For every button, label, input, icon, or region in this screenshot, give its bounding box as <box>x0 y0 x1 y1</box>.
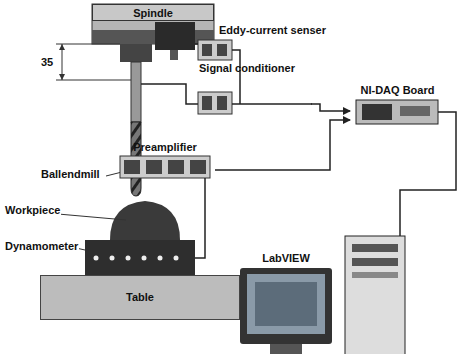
device-panel <box>217 44 227 56</box>
device-panel <box>217 96 227 110</box>
daq-connector <box>400 106 430 116</box>
tool-wire <box>141 84 198 104</box>
node-label: Table <box>126 291 154 304</box>
node-label: LabVIEW <box>262 252 310 265</box>
leader-line <box>58 214 126 220</box>
device-panel <box>146 160 162 174</box>
conditioner-wire <box>232 103 312 105</box>
part-name: Ballendmill <box>40 168 101 181</box>
drive-bay <box>352 272 398 278</box>
monitor <box>240 268 332 344</box>
monitor-base <box>270 344 302 354</box>
spindle-nose <box>120 44 152 62</box>
part-name: Workpiece <box>4 204 61 217</box>
device-panel <box>124 160 140 174</box>
daq-board-group: NI-DAQ Board <box>350 80 445 128</box>
drive-bay <box>352 258 398 266</box>
conditioner-device <box>198 92 232 114</box>
dynamometer <box>85 240 195 275</box>
conditioner-device <box>198 40 232 60</box>
sensor-probe <box>170 50 178 60</box>
device-panel <box>168 160 184 174</box>
dynamometer-dots <box>94 256 179 261</box>
drive-bay <box>352 244 398 252</box>
table-box: Table <box>40 275 240 320</box>
screen-window <box>255 282 317 326</box>
device-panel <box>190 160 206 174</box>
sensor-wire <box>195 43 198 45</box>
eddy-sensor <box>155 22 195 50</box>
daq-board <box>356 100 438 124</box>
pc-group: LabVIEW <box>238 250 334 354</box>
pc-cable <box>400 112 456 236</box>
dim-line <box>56 44 120 45</box>
spindle-lower <box>92 30 214 44</box>
node-label: NI-DAQ Board <box>361 84 435 97</box>
dyn-wire <box>195 178 205 258</box>
spindle-housing <box>92 4 214 44</box>
monitor-screen <box>247 274 325 334</box>
node-label: Preamplifier <box>133 141 197 154</box>
workpiece <box>110 201 180 240</box>
daq-chip <box>362 104 392 120</box>
part-name: Eddy-current senser <box>218 24 327 37</box>
spindle-box: Spindle <box>92 4 214 21</box>
device-panel <box>202 96 212 110</box>
signal-connector <box>215 120 350 170</box>
node-label: Signal conditioner <box>199 62 295 75</box>
part-name: Dynamometer <box>4 240 79 253</box>
dim-line <box>56 80 131 81</box>
conditioner-wire <box>232 50 240 104</box>
dimension: 35 <box>40 56 54 69</box>
dim-arrow <box>59 44 65 80</box>
tool-shank <box>131 62 141 122</box>
pc-tower <box>345 236 405 354</box>
preamp-group: Preamplifier <box>115 140 215 182</box>
preamp-device <box>120 156 210 178</box>
conditioner-group: Signal conditioner <box>193 38 311 118</box>
device-panel <box>202 44 212 56</box>
node-label: Spindle <box>133 7 173 20</box>
signal-connector <box>311 104 350 111</box>
